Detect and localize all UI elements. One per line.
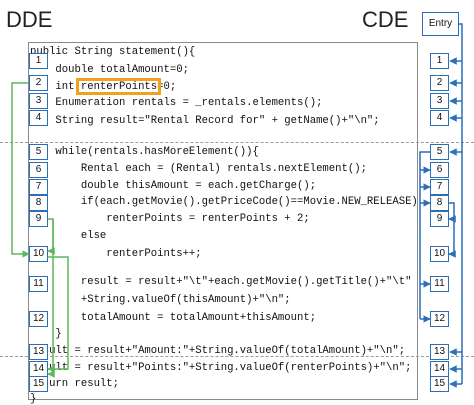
cde-node-4: 4 [430,110,449,126]
dde-node-7: 7 [29,179,48,195]
dde-node-12: 12 [29,311,48,327]
entry-node: Entry [422,12,459,36]
code-line: renterPoints = renterPoints + 2; [30,213,310,225]
dde-header: DDE [6,7,53,32]
cde-header: CDE [362,7,409,32]
code-line: if(each.getMovie().getPriceCode()==Movie… [30,196,418,208]
section-divider-bottom [0,356,474,357]
code-line: int renterPoints=0; [30,81,177,93]
cde-node-3: 3 [430,93,449,109]
dde-node-3: 3 [29,93,48,109]
code-line: while(rentals.hasMoreElement()){ [30,146,259,158]
cde-node-6: 6 [430,162,449,178]
data-edge-10-14 [47,256,69,373]
dde-node-5: 5 [29,144,48,160]
code-line: +String.valueOf(thisAmount)+"\n"; [30,294,291,306]
cde-node-1: 1 [430,53,449,69]
while-loop-spine [419,151,430,319]
code-line: } [30,328,62,340]
entry-control-spine [459,23,463,384]
code-line: Enumeration rentals = _rentals.elements(… [30,97,323,109]
code-line: String result="Rental Record for" + getN… [30,115,380,127]
cde-node-2: 2 [430,75,449,91]
data-edge-9-14 [47,219,55,378]
code-line: double thisAmount = each.getCharge(); [30,180,317,192]
dde-node-4: 4 [29,110,48,126]
code-line: result = result+"\t"+each.getMovie().get… [30,276,412,288]
code-line: public String statement(){ [30,46,196,58]
cde-node-15: 15 [430,376,449,392]
data-edge-2-10 [11,82,30,258]
code-line: } [30,393,37,405]
dde-node-6: 6 [29,162,48,178]
dde-node-8: 8 [29,195,48,211]
cde-node-5: 5 [430,144,449,160]
control-edge-if-10 [448,202,456,258]
dde-node-2: 2 [29,75,48,91]
code-line: double totalAmount=0; [30,64,189,76]
dde-node-1: 1 [29,53,48,69]
code-line: else [30,230,107,242]
dde-node-11: 11 [29,276,48,292]
dde-node-15: 15 [29,376,48,392]
section-divider-top [0,142,474,143]
cde-node-13: 13 [430,344,449,360]
code-panel [28,42,418,400]
dde-node-13: 13 [29,344,48,360]
code-line: totalAmount = totalAmount+thisAmount; [30,312,317,324]
renter-points-highlight [76,78,161,95]
dde-node-9: 9 [29,211,48,227]
code-line: Rental each = (Rental) rentals.nextEleme… [30,163,367,175]
code-line: renterPoints++; [30,248,202,260]
